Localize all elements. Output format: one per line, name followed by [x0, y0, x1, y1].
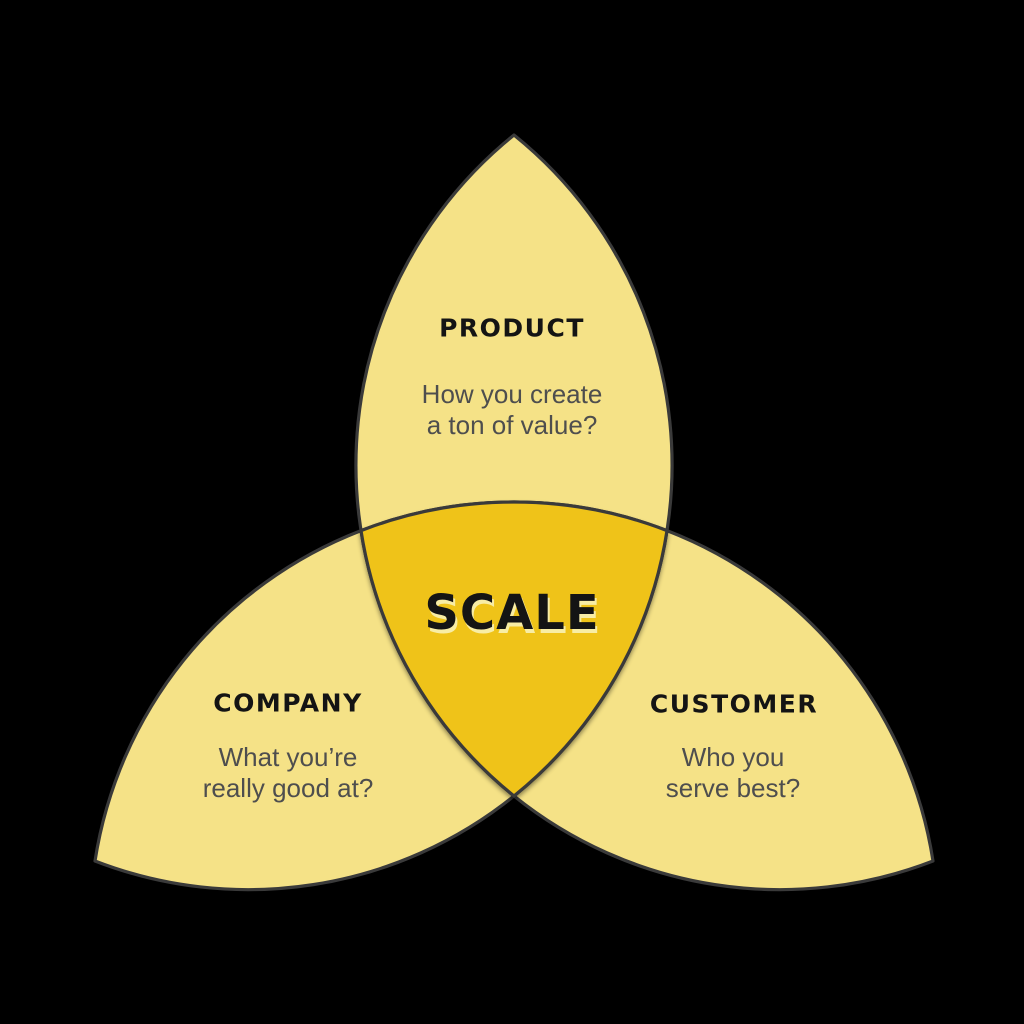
- company-description-line1: What you’re: [218, 742, 358, 772]
- customer-description-line1: Who you: [681, 742, 785, 772]
- product-description-line2: a ton of value?: [426, 410, 598, 440]
- customer-label: CUSTOMER: [649, 689, 819, 719]
- product-label: PRODUCT: [439, 313, 585, 343]
- company-description-line2: really good at?: [202, 773, 374, 803]
- scale-label: SCALE: [424, 585, 600, 641]
- customer-description-line2: serve best?: [665, 773, 801, 803]
- customer-description: Who you serve best?: [666, 742, 800, 804]
- company-label: COMPANY: [213, 688, 363, 718]
- product-description: How you create a ton of value?: [422, 379, 603, 441]
- product-description-line1: How you create: [421, 379, 603, 409]
- company-description: What you’re really good at?: [203, 742, 374, 804]
- scale-center-shape: [359, 500, 669, 798]
